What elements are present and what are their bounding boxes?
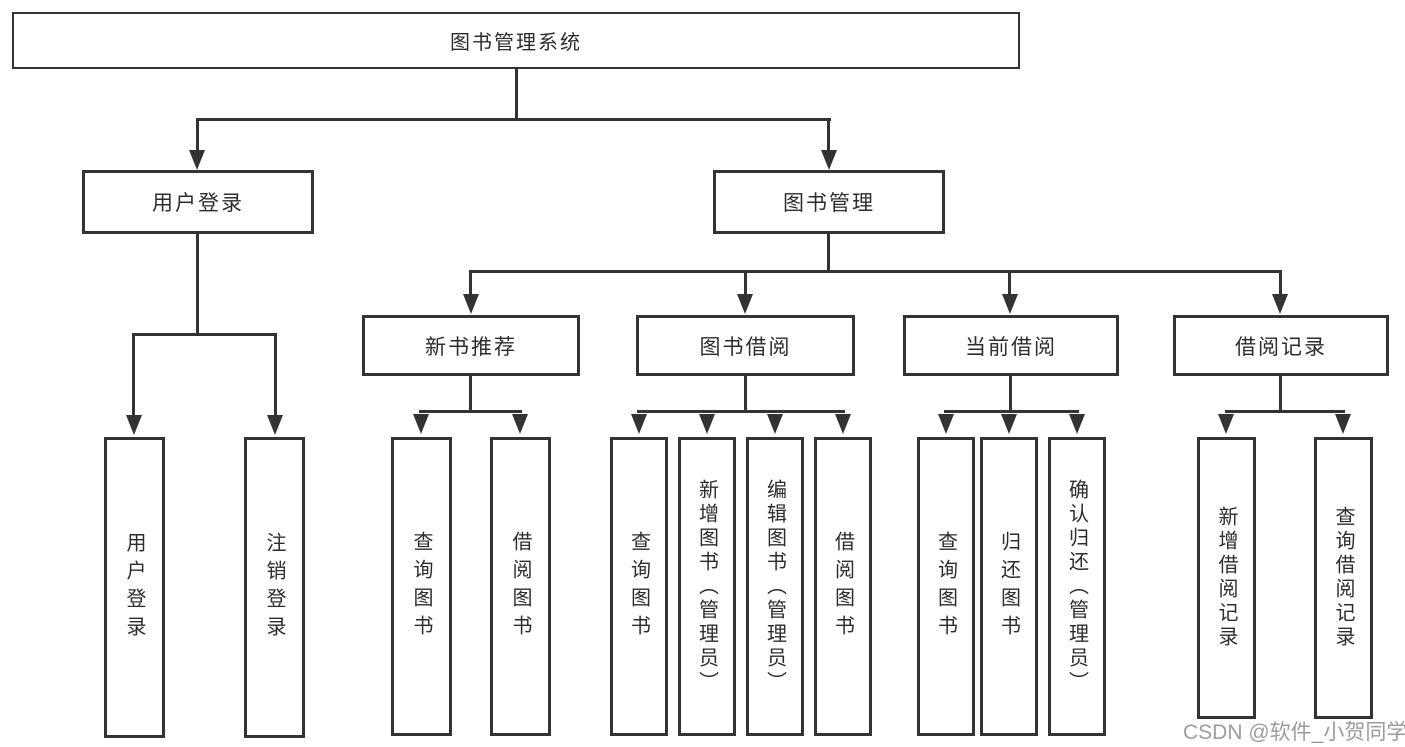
connector-line <box>196 118 199 152</box>
connector-line <box>274 333 277 416</box>
node-new-book-recommend: 新书推荐 <box>362 315 580 376</box>
arrow-down-icon <box>512 414 528 434</box>
connector-line <box>132 333 135 416</box>
connector-line <box>515 69 518 121</box>
arrow-down-icon <box>267 415 283 435</box>
arrow-down-icon <box>1272 294 1288 314</box>
connector-line <box>132 333 277 336</box>
connector-line <box>469 270 1282 273</box>
leaf-borrow-books: 借阅图书 <box>814 437 872 736</box>
connector-line <box>744 270 747 296</box>
arrow-down-icon <box>699 414 715 434</box>
arrow-down-icon <box>413 414 429 434</box>
node-book-borrow: 图书借阅 <box>636 315 855 376</box>
node-library-system: 图书管理系统 <box>12 12 1020 69</box>
arrow-down-icon <box>1335 414 1351 434</box>
arrow-down-icon <box>631 414 647 434</box>
csdn-watermark: CSDN @软件_小贺同学 <box>1183 721 1405 744</box>
arrow-down-icon <box>1001 414 1017 434</box>
arrow-down-icon <box>189 150 205 170</box>
arrow-down-icon <box>126 415 142 435</box>
connector-line <box>1008 270 1011 296</box>
arrow-down-icon <box>938 414 954 434</box>
leaf-logout: 注销登录 <box>244 437 305 738</box>
connector-line <box>196 234 199 336</box>
connector-line <box>196 118 831 121</box>
connector-line <box>469 270 472 296</box>
leaf-add-borrow-record: 新增借阅记录 <box>1197 437 1256 719</box>
arrow-down-icon <box>737 294 753 314</box>
connector-line <box>827 118 830 152</box>
arrow-down-icon <box>1002 294 1018 314</box>
connector-line <box>1279 270 1282 296</box>
node-user-login: 用户登录 <box>82 170 314 234</box>
leaf-query-borrow-record: 查询借阅记录 <box>1314 437 1373 719</box>
arrow-down-icon <box>463 294 479 314</box>
node-current-borrow: 当前借阅 <box>903 315 1119 376</box>
leaf-user-login: 用户登录 <box>104 437 165 738</box>
leaf-query-books-current: 查询图书 <box>917 437 975 736</box>
connector-line <box>827 234 830 273</box>
leaf-borrow-books-recommend: 借阅图书 <box>490 437 551 736</box>
node-borrow-records: 借阅记录 <box>1173 315 1389 376</box>
arrow-down-icon <box>1218 414 1234 434</box>
connector-line <box>469 376 472 413</box>
connector-line <box>1279 376 1282 413</box>
connector-line <box>744 376 747 413</box>
arrow-down-icon <box>767 414 783 434</box>
arrow-down-icon <box>1069 414 1085 434</box>
connector-line <box>944 410 1079 413</box>
connector-line <box>1009 376 1012 413</box>
leaf-add-book-admin: 新增图书（管理员） <box>678 437 736 736</box>
arrow-down-icon <box>821 150 837 170</box>
connector-line <box>637 410 845 413</box>
leaf-edit-book-admin: 编辑图书（管理员） <box>746 437 804 736</box>
leaf-confirm-return-admin: 确认归还（管理员） <box>1048 437 1106 736</box>
leaf-query-books-borrow: 查询图书 <box>610 437 668 736</box>
arrow-down-icon <box>835 414 851 434</box>
connector-line <box>419 410 522 413</box>
node-book-management: 图书管理 <box>713 170 945 234</box>
connector-line <box>1225 410 1345 413</box>
leaf-return-book: 归还图书 <box>980 437 1038 736</box>
leaf-query-books-recommend: 查询图书 <box>391 437 452 736</box>
